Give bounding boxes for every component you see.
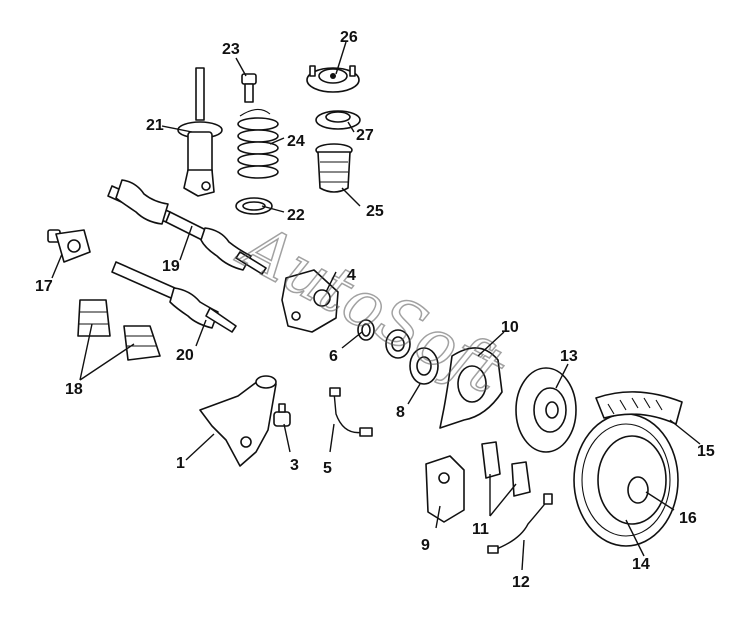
part-18-boots — [77, 299, 161, 361]
callout-17: 17 — [35, 278, 53, 295]
part-20-drive-shaft — [111, 261, 237, 333]
part-12-abs-sensor — [487, 493, 553, 554]
part-26-top-mount — [306, 65, 360, 93]
part-hub-bearing — [385, 329, 411, 359]
part-25-bump-stop — [315, 143, 353, 193]
callout-24: 24 — [287, 133, 305, 150]
callout-labels: 1 3 4 5 6 8 9 10 11 12 13 14 15 16 17 18… — [35, 29, 715, 591]
part-27-bearing — [315, 110, 361, 130]
part-23-bolt — [241, 73, 257, 103]
part-4-knuckle — [281, 269, 339, 333]
callout-6: 6 — [329, 348, 338, 365]
part-19-drive-shaft — [107, 179, 267, 275]
callout-5: 5 — [323, 460, 332, 477]
callout-23: 23 — [222, 41, 240, 58]
callout-16: 16 — [679, 510, 697, 527]
part-5-brake-hose — [329, 387, 373, 437]
part-24-coil-spring — [237, 108, 279, 179]
part-21-strut — [177, 67, 223, 197]
part-15-shoe-cover — [595, 391, 683, 425]
part-8-hub — [409, 347, 439, 385]
callout-19: 19 — [162, 258, 180, 275]
callout-3: 3 — [290, 457, 299, 474]
part-11-brake-pads — [481, 441, 531, 497]
callout-25: 25 — [366, 203, 384, 220]
callout-27: 27 — [356, 127, 374, 144]
callout-21: 21 — [146, 117, 164, 134]
callout-9: 9 — [421, 537, 430, 554]
callout-1: 1 — [176, 455, 185, 472]
part-13-brake-disc — [515, 367, 577, 453]
callout-10: 10 — [501, 319, 519, 336]
callout-11: 11 — [472, 521, 489, 538]
callout-18: 18 — [65, 381, 83, 398]
part-22-seal — [235, 197, 273, 215]
callout-13: 13 — [560, 348, 578, 365]
part-17-cv-joint — [47, 229, 91, 263]
part-3-ball-joint — [273, 403, 291, 427]
part-1-control-arm — [199, 375, 277, 467]
callout-14: 14 — [632, 556, 650, 573]
callout-20: 20 — [176, 347, 194, 364]
part-9-caliper — [425, 455, 465, 523]
callout-22: 22 — [287, 207, 305, 224]
callout-15: 15 — [697, 443, 715, 460]
part-14-drum — [573, 413, 679, 547]
part-6-ring — [357, 319, 375, 341]
part-16-hub-cap — [627, 476, 649, 504]
callout-8: 8 — [396, 404, 405, 421]
callout-12: 12 — [512, 574, 530, 591]
callout-4: 4 — [347, 267, 356, 284]
leader-lines — [51, 41, 701, 571]
part-10-dust-shield — [439, 347, 503, 429]
callout-26: 26 — [340, 29, 358, 46]
